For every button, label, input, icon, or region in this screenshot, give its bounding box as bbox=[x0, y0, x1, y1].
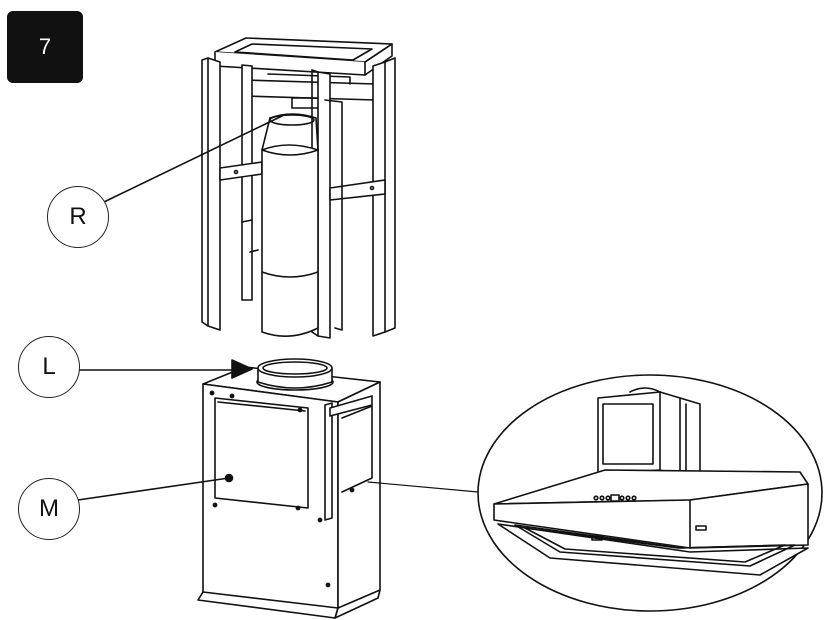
leader-line-r bbox=[103, 115, 283, 203]
step-number: 7 bbox=[38, 34, 52, 59]
callout-m: M bbox=[18, 478, 80, 540]
step-number-badge: 7 bbox=[7, 11, 83, 83]
leader-line-m bbox=[77, 477, 230, 501]
detail-connector-line bbox=[367, 481, 479, 493]
callout-m-label: M bbox=[39, 495, 59, 522]
upper-frame-icon bbox=[201, 37, 396, 339]
range-hood-detail-icon bbox=[477, 374, 823, 612]
chimney-duct-icon bbox=[261, 113, 319, 337]
motor-housing-icon bbox=[197, 358, 381, 619]
callout-r: R bbox=[47, 186, 109, 248]
arrowhead-l bbox=[231, 359, 253, 379]
callout-r-label: R bbox=[69, 203, 87, 230]
leader-lines bbox=[77, 115, 479, 501]
callout-l: L bbox=[18, 336, 80, 398]
callout-l-label: L bbox=[42, 353, 56, 380]
